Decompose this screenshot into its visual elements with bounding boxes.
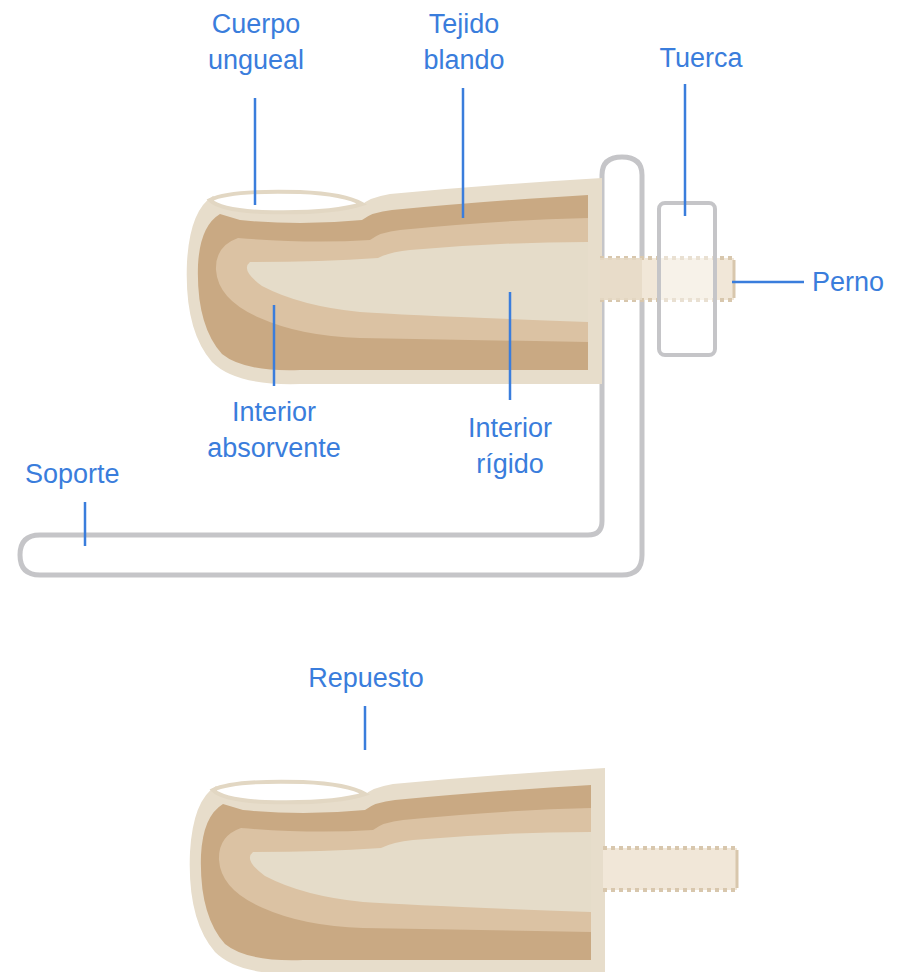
- finger-spare: [190, 768, 737, 972]
- finger-assembled: [187, 178, 734, 384]
- leader-lines: [85, 84, 804, 750]
- part-label: Cuerpo ungueal: [186, 6, 326, 78]
- part-label: Perno: [812, 264, 912, 300]
- part-label: Interior absorvente: [179, 394, 369, 466]
- part-label: Interior rígido: [440, 410, 580, 482]
- nut: [659, 203, 715, 355]
- part-label: Repuesto: [266, 660, 466, 696]
- part-label: Soporte: [25, 456, 165, 492]
- part-label: Tejido blando: [399, 6, 529, 78]
- part-label: Tuerca: [621, 40, 781, 76]
